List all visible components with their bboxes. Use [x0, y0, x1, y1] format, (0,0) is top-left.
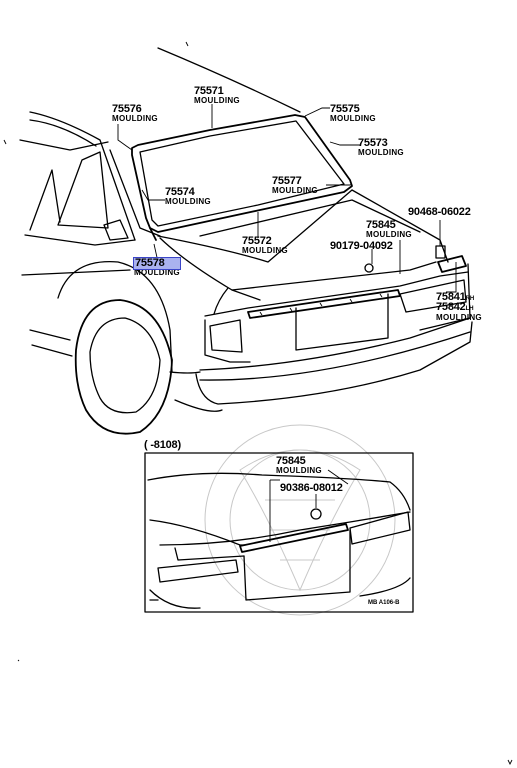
car-main-view	[3, 41, 473, 435]
illustration-code: MB A106-B	[368, 600, 400, 606]
part-name: MOULDING	[165, 197, 211, 206]
label-75573: 75573 MOULDING	[358, 138, 404, 157]
part-name: MOULDING	[276, 466, 322, 475]
part-name: MOULDING	[358, 148, 404, 157]
label-75576: 75576 MOULDING	[112, 104, 158, 123]
part-name: MOULDING	[272, 186, 318, 195]
part-number: 75575	[330, 103, 360, 115]
part-number: 75845	[276, 455, 306, 467]
label-75578[interactable]: 75578 MOULDING	[133, 257, 181, 277]
side-mark: LH	[465, 306, 474, 312]
inset-label-90386-08012: 90386-08012	[280, 482, 343, 494]
part-name: MOULDING	[366, 230, 412, 239]
part-name: MOULDING	[436, 313, 482, 322]
part-number: 75574	[165, 186, 195, 198]
part-number: 75845	[366, 219, 396, 231]
label-90179-04092: 90179-04092	[330, 240, 393, 252]
part-number: 75576	[112, 103, 142, 115]
part-number-highlighted[interactable]: 75578	[133, 257, 181, 270]
part-number: 75577	[272, 175, 302, 187]
part-number: 75573	[358, 137, 388, 149]
part-name: MOULDING	[330, 114, 376, 123]
side-mark: RH	[465, 296, 475, 302]
part-name: MOULDING	[194, 96, 240, 105]
part-number: 75572	[242, 235, 272, 247]
inset-range-label: ( -8108)	[144, 439, 181, 451]
inset-view	[144, 452, 414, 613]
label-75575: 75575 MOULDING	[330, 104, 376, 123]
label-75571: 75571 MOULDING	[194, 86, 240, 105]
label-75574: 75574 MOULDING	[165, 187, 211, 206]
label-75841: 75841RH	[436, 288, 474, 304]
label-75577: 75577 MOULDING	[272, 176, 318, 195]
part-name: MOULDING	[242, 246, 288, 255]
label-90468-06022: 90468-06022	[408, 206, 471, 218]
label-75572: 75572 MOULDING	[242, 236, 288, 255]
part-number: 75571	[194, 85, 224, 97]
label-75842: 75842LH MOULDING	[436, 298, 482, 322]
part-number: 75841	[436, 291, 466, 303]
part-name: MOULDING	[112, 114, 158, 123]
inset-label-75845: 75845 MOULDING	[276, 456, 322, 475]
part-number: 75842	[436, 301, 466, 313]
label-75845: 75845 MOULDING	[366, 220, 412, 239]
part-name: MOULDING	[134, 268, 180, 277]
